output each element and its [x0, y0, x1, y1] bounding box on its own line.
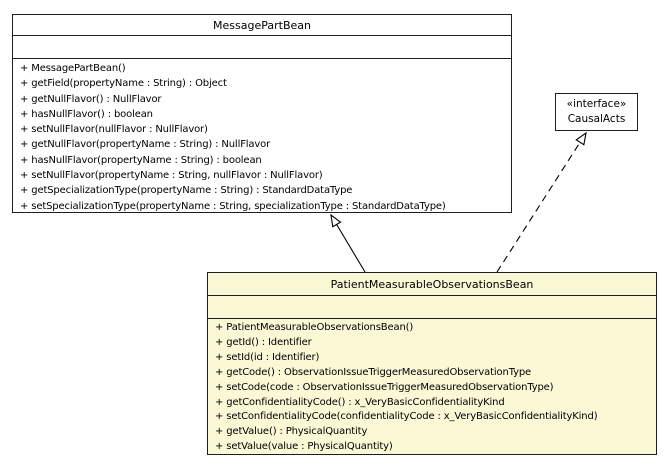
- stereotype-label: «interface»: [566, 98, 627, 110]
- attributes-compartment: [208, 296, 656, 319]
- method-label: + getNullFlavor(propertyName : String) :…: [20, 139, 271, 151]
- methods-compartment: + MessagePartBean() + getField(propertyN…: [13, 59, 511, 214]
- method-label: + setConfidentialityCode(confidentiality…: [215, 411, 598, 423]
- interface-title: CausalActs: [567, 113, 626, 125]
- method-label: + MessagePartBean(): [20, 63, 126, 74]
- class-box-patientmeasurableobservationsbean[interactable]: PatientMeasurableObservationsBean + Pati…: [207, 272, 657, 455]
- method-label: + setSpecializationType(propertyName : S…: [20, 200, 446, 212]
- attributes-compartment: [13, 36, 511, 59]
- class-title: PatientMeasurableObservationsBean: [208, 273, 656, 296]
- method-label: + getConfidentialityCode() : x_VeryBasic…: [215, 396, 505, 408]
- class-box-messagepartbean[interactable]: MessagePartBean + MessagePartBean() + ge…: [12, 14, 512, 213]
- method-label: + setNullFlavor(propertyName : String, n…: [20, 170, 323, 182]
- method-label: + hasNullFlavor() : boolean: [20, 108, 153, 120]
- method-label: + getId() : Identifier: [215, 336, 312, 348]
- method-label: + getField(propertyName : String) : Obje…: [20, 78, 227, 90]
- method-label: + getValue() : PhysicalQuantity: [215, 426, 368, 438]
- methods-compartment: + PatientMeasurableObservationsBean() + …: [208, 319, 656, 455]
- method-label: + getNullFlavor() : NullFlavor: [20, 93, 162, 105]
- method-label: + PatientMeasurableObservationsBean(): [215, 322, 414, 333]
- realization-edge: [496, 131, 587, 273]
- method-label: + setCode(code : ObservationIssueTrigger…: [215, 381, 554, 393]
- interface-box-causalacts[interactable]: «interface» CausalActs: [555, 93, 638, 131]
- method-label: + setId(id : Identifier): [215, 351, 320, 363]
- method-label: + getCode() : ObservationIssueTriggerMea…: [215, 366, 532, 378]
- method-label: + setNullFlavor(nullFlavor : NullFlavor): [20, 124, 208, 136]
- generalization-edge: [330, 213, 366, 273]
- method-label: + setValue(value : PhysicalQuantity): [215, 441, 393, 453]
- class-title: MessagePartBean: [13, 15, 511, 36]
- method-label: + hasNullFlavor(propertyName : String) :…: [20, 154, 262, 166]
- method-label: + getSpecializationType(propertyName : S…: [20, 185, 353, 197]
